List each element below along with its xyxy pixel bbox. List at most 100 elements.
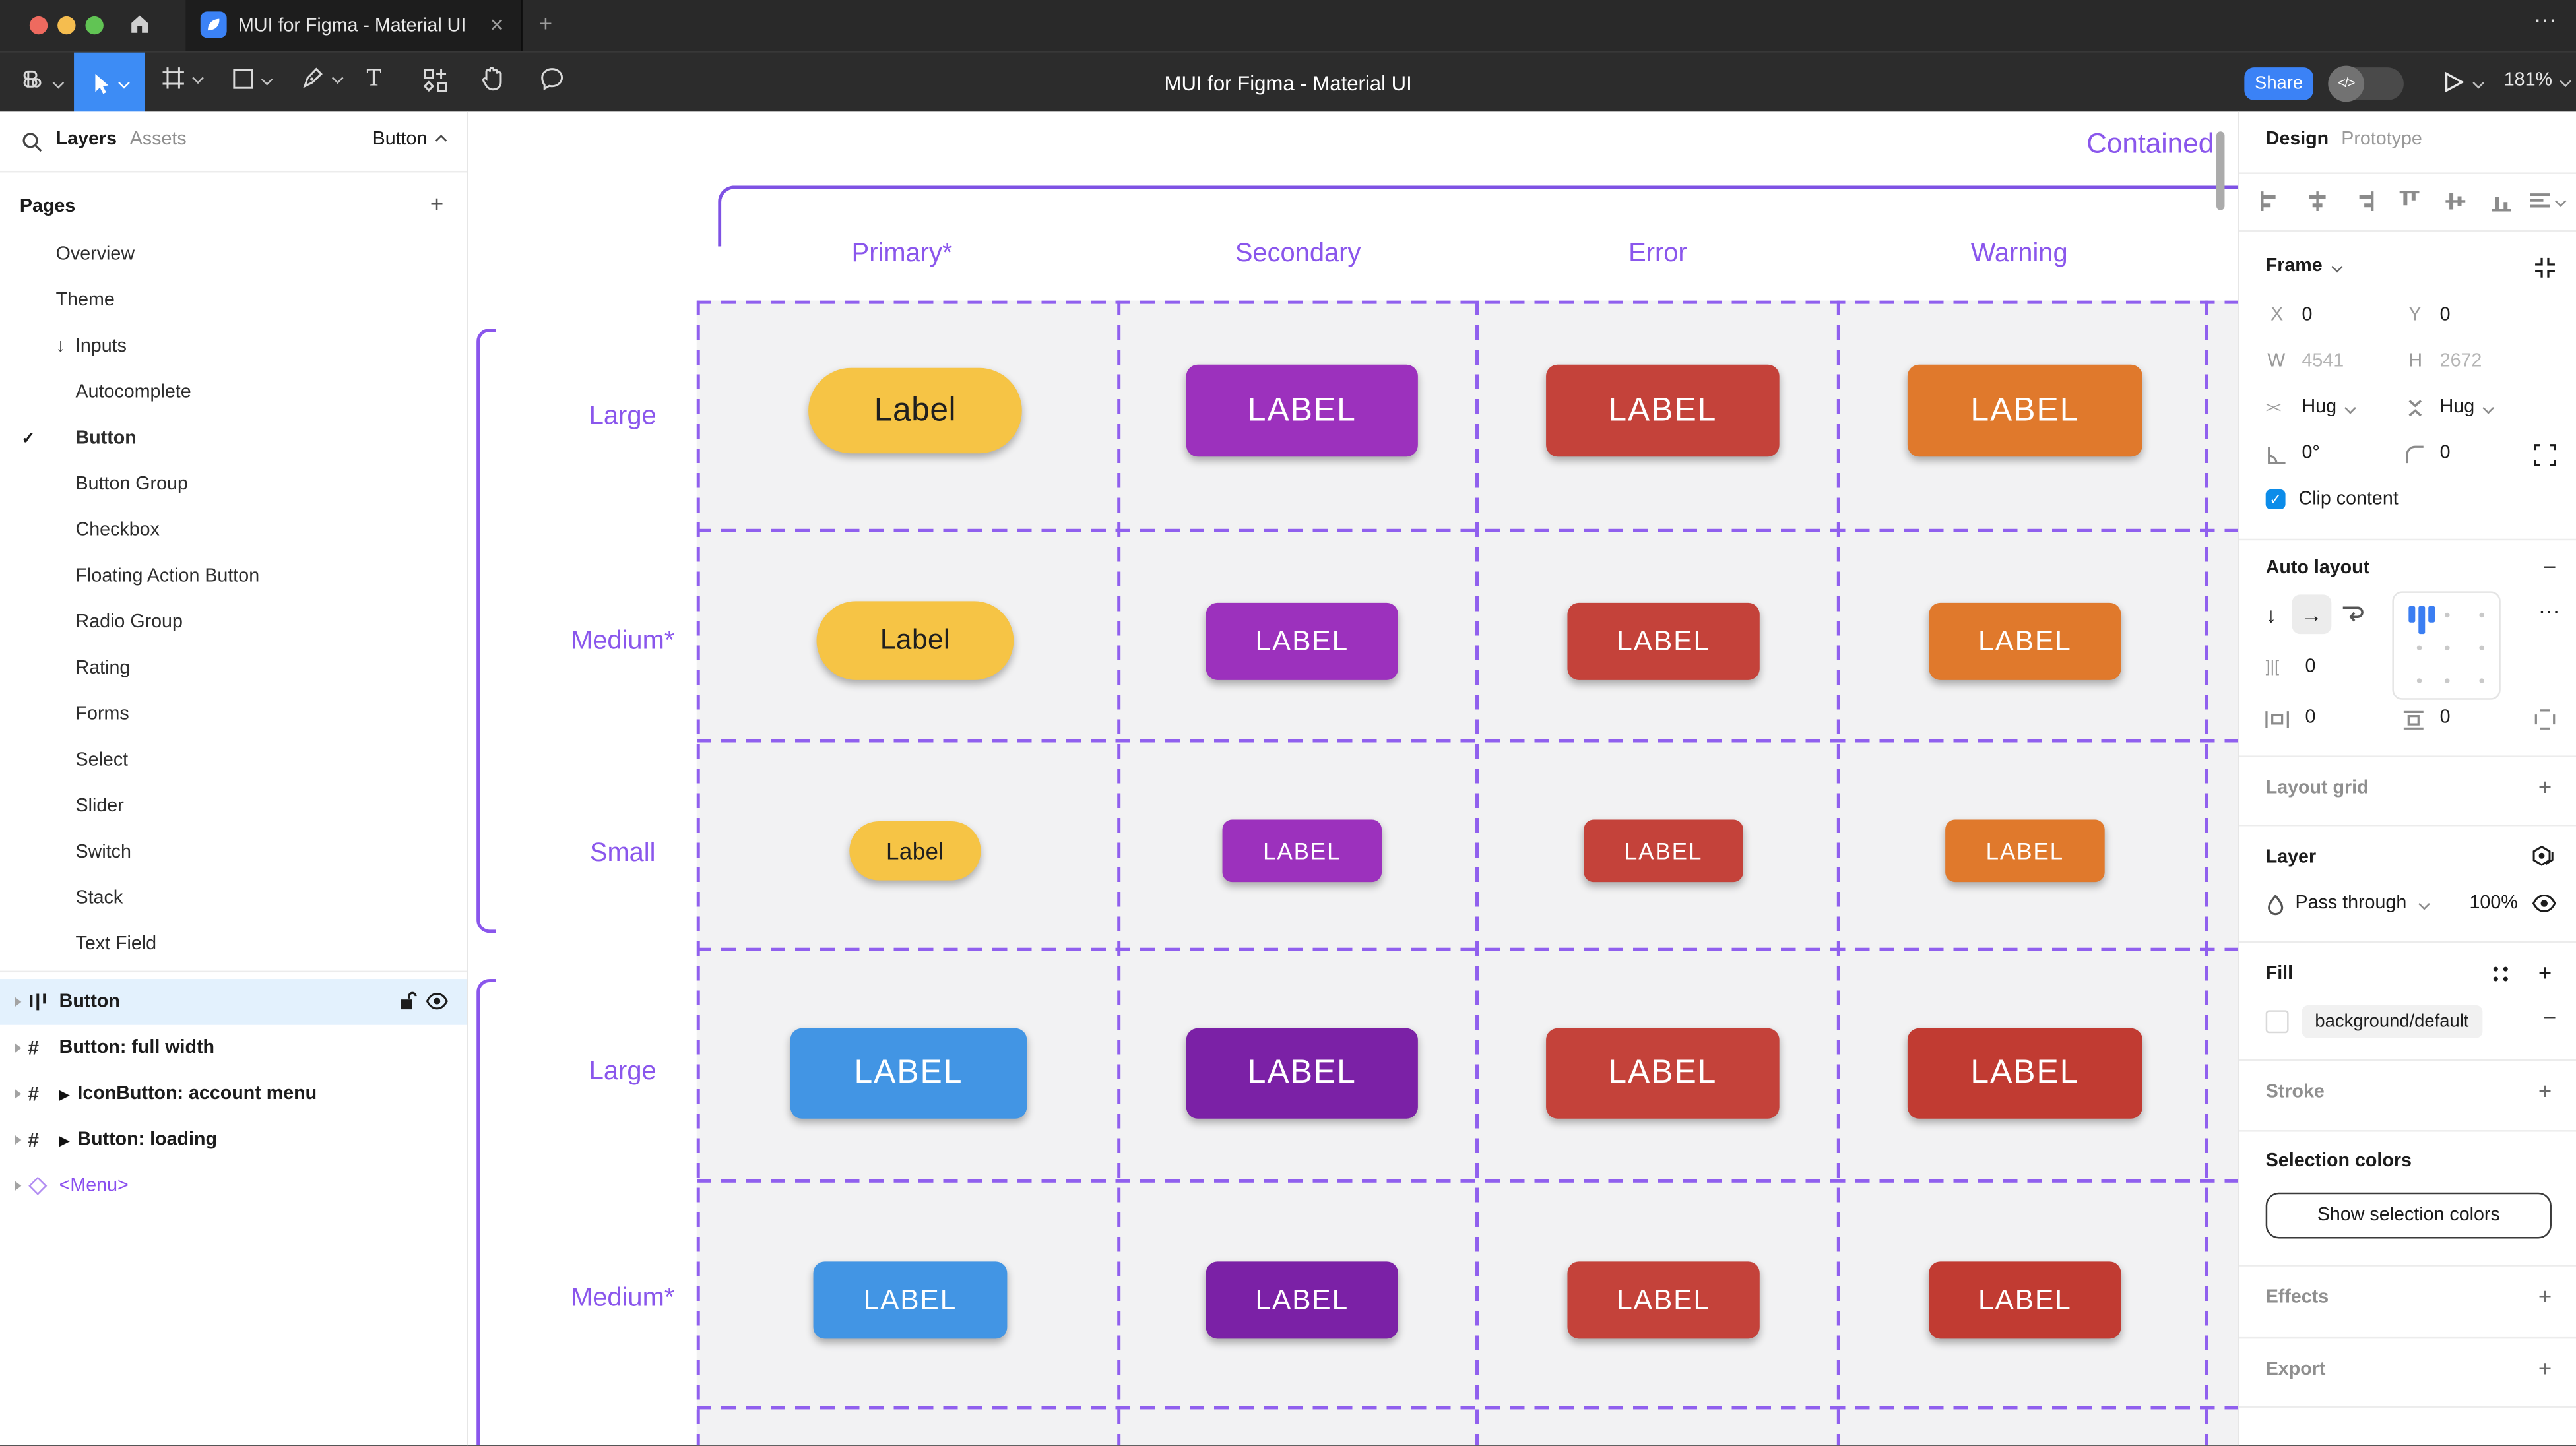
corner-radius-value[interactable]: 0 — [2439, 443, 2451, 464]
button-secondary-medium[interactable]: LABEL — [1206, 602, 1398, 680]
button-primary-medium[interactable]: Label — [816, 601, 1014, 680]
button-primary-small[interactable]: Label — [849, 821, 981, 881]
expand-chevron-icon[interactable] — [15, 1043, 22, 1053]
button-warning-medium[interactable]: LABEL — [1929, 602, 2121, 680]
page-selector[interactable]: Button — [373, 130, 447, 150]
shape-tool-button[interactable] — [232, 67, 273, 90]
direction-down-button[interactable]: ↓ — [2265, 602, 2276, 628]
page-item[interactable]: Checkbox — [75, 520, 160, 541]
align-h-center-icon[interactable] — [2305, 189, 2329, 213]
button-primary-large[interactable]: Label — [808, 367, 1022, 454]
fill-color-swatch[interactable] — [2265, 1010, 2289, 1034]
align-v-center-icon[interactable] — [2443, 189, 2468, 213]
button-secondary-large[interactable]: LABEL — [1186, 364, 1418, 457]
main-menu-button[interactable] — [20, 69, 65, 96]
h-value[interactable]: 2672 — [2439, 351, 2482, 371]
button-secondary-large-alt[interactable]: LABEL — [1186, 1028, 1418, 1119]
button-primary-medium-alt[interactable]: LABEL — [813, 1261, 1008, 1339]
button-error-medium[interactable]: LABEL — [1567, 602, 1760, 680]
add-page-button[interactable]: + — [430, 190, 444, 217]
distribute-menu-icon[interactable] — [2528, 189, 2567, 212]
page-item[interactable]: Text Field — [75, 934, 157, 955]
align-right-icon[interactable] — [2351, 189, 2375, 213]
gap-value[interactable]: 0 — [2305, 657, 2316, 677]
individual-padding-icon[interactable] — [2534, 708, 2557, 731]
page-item[interactable]: Select — [75, 750, 129, 770]
layer-row-button[interactable]: Button — [0, 979, 467, 1025]
search-icon[interactable] — [21, 131, 42, 152]
align-bottom-icon[interactable] — [2489, 189, 2513, 213]
page-item[interactable]: ↓Inputs — [55, 336, 127, 357]
tab-assets[interactable]: Assets — [129, 129, 187, 150]
auto-layout-more-button[interactable]: ⋯ — [2538, 599, 2560, 625]
move-tool-button[interactable] — [74, 52, 145, 113]
window-minimize-button[interactable] — [57, 16, 76, 35]
align-left-icon[interactable] — [2259, 189, 2284, 213]
page-item[interactable]: Stack — [75, 889, 123, 908]
page-item[interactable]: Forms — [75, 705, 129, 725]
hug-vertical-select[interactable]: Hug — [2440, 398, 2495, 417]
fill-style-chip[interactable]: background/default — [2302, 1005, 2482, 1038]
opacity-value[interactable]: 100% — [2469, 893, 2518, 914]
expand-chevron-icon[interactable] — [15, 1181, 22, 1191]
button-secondary-medium-alt[interactable]: LABEL — [1206, 1261, 1398, 1339]
pen-tool-button[interactable] — [301, 66, 344, 90]
rotation-value[interactable]: 0° — [2302, 443, 2320, 464]
collapse-arrows-icon[interactable] — [2534, 256, 2557, 279]
button-warning-large[interactable]: LABEL — [1907, 364, 2142, 457]
independent-corners-icon[interactable] — [2534, 443, 2557, 466]
remove-auto-layout-button[interactable]: − — [2543, 553, 2557, 580]
layer-row-button-full-width[interactable]: # Button: full width — [0, 1025, 467, 1071]
present-button[interactable] — [2443, 71, 2484, 94]
button-error-small[interactable]: LABEL — [1584, 819, 1743, 883]
window-close-button[interactable] — [29, 16, 48, 35]
browser-tab[interactable]: MUI for Figma - Material UI ✕ — [185, 0, 523, 51]
w-value[interactable]: 4541 — [2302, 351, 2344, 371]
layer-row-button-loading[interactable]: # ▶Button: loading — [0, 1117, 467, 1163]
add-effect-button[interactable]: + — [2538, 1282, 2552, 1309]
canvas[interactable]: Contained Primary* Secondary Error Warni… — [468, 111, 2238, 1446]
hand-tool-button[interactable] — [480, 64, 506, 92]
expand-chevron-icon[interactable] — [15, 997, 22, 1007]
home-icon[interactable] — [127, 11, 153, 38]
page-item[interactable]: Theme — [55, 290, 115, 311]
document-title[interactable]: MUI for Figma - Material UI — [1164, 71, 1412, 95]
layer-row-iconbutton-account-menu[interactable]: # ▶IconButton: account menu — [0, 1071, 467, 1117]
text-tool-button[interactable]: T — [366, 65, 382, 92]
layer-row-menu-component[interactable]: <Menu> — [0, 1163, 467, 1209]
resources-tool-button[interactable] — [422, 67, 449, 94]
button-warning-small[interactable]: LABEL — [1945, 819, 2105, 883]
layer-style-icon[interactable] — [2530, 844, 2557, 871]
wrap-icon[interactable] — [2341, 603, 2366, 624]
blend-mode-select[interactable]: Pass through — [2296, 894, 2430, 913]
show-selection-colors-button[interactable]: Show selection colors — [2265, 1192, 2552, 1239]
page-item[interactable]: Switch — [75, 842, 131, 863]
new-tab-button[interactable]: + — [538, 9, 553, 36]
eye-icon[interactable] — [2532, 894, 2556, 914]
page-item[interactable]: Floating Action Button — [75, 567, 260, 586]
page-item[interactable]: Slider — [75, 796, 124, 817]
button-error-large-alt[interactable]: LABEL — [1546, 1028, 1780, 1119]
section-title[interactable]: Contained — [2086, 128, 2214, 160]
page-item[interactable]: Radio Group — [75, 612, 183, 633]
frame-section-title[interactable]: Frame — [2266, 256, 2342, 276]
hug-horizontal-select[interactable]: Hug — [2302, 398, 2357, 417]
expand-chevron-icon[interactable] — [15, 1088, 22, 1099]
button-primary-large-alt[interactable]: LABEL — [790, 1028, 1027, 1119]
blend-mode-icon[interactable] — [2266, 894, 2286, 917]
clip-content-checkbox[interactable]: ✓ — [2265, 489, 2286, 509]
page-item[interactable]: Overview — [55, 245, 135, 265]
eye-icon[interactable] — [426, 992, 449, 1010]
lock-open-icon[interactable] — [398, 990, 418, 1011]
button-error-large[interactable]: LABEL — [1546, 364, 1780, 457]
expand-chevron-icon[interactable] — [15, 1135, 22, 1145]
share-button[interactable]: Share — [2244, 66, 2313, 100]
comment-tool-button[interactable] — [539, 66, 565, 92]
dev-mode-toggle[interactable]: </> — [2328, 65, 2404, 102]
add-fill-button[interactable]: + — [2538, 959, 2552, 986]
tab-prototype[interactable]: Prototype — [2341, 129, 2422, 150]
align-top-icon[interactable] — [2397, 189, 2422, 213]
button-error-medium-alt[interactable]: LABEL — [1567, 1261, 1760, 1339]
zoom-menu[interactable]: 181% — [2504, 71, 2572, 90]
add-layout-grid-button[interactable]: + — [2538, 773, 2552, 800]
